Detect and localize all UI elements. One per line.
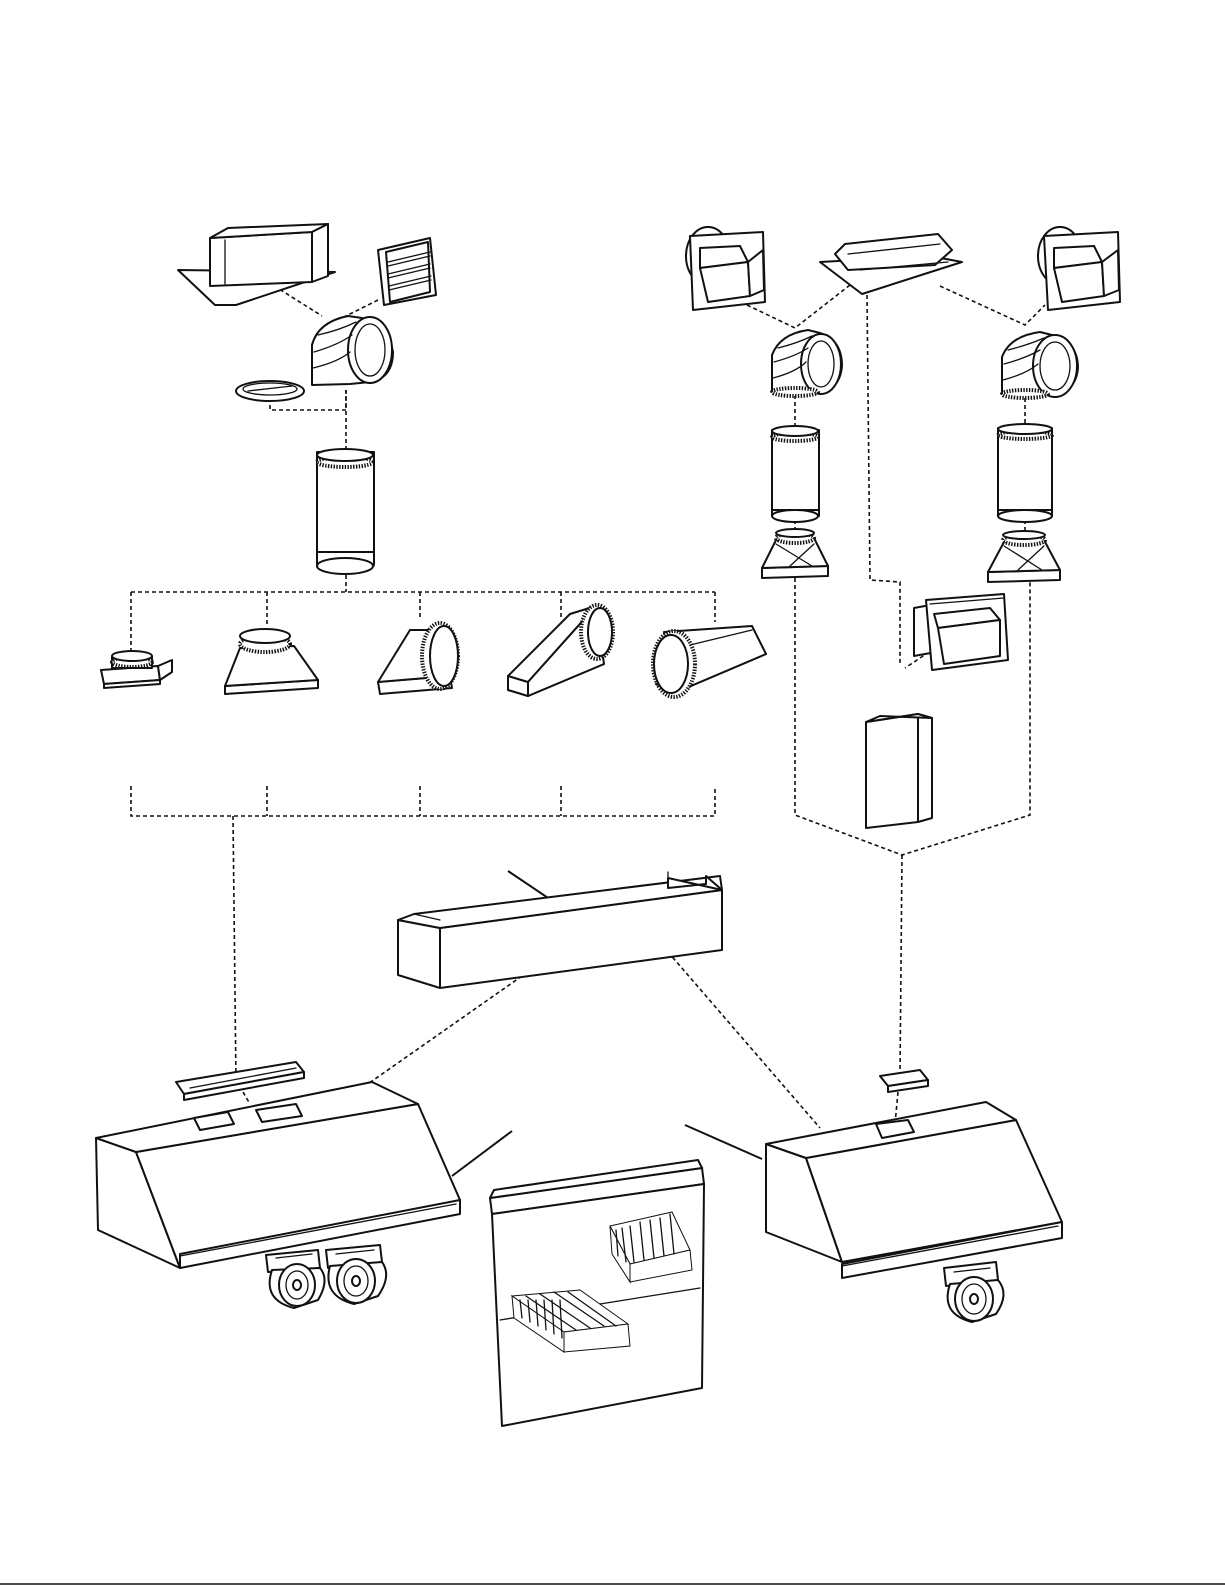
rect-duct-vertical <box>866 714 932 828</box>
round-to-rect-transition <box>225 629 318 694</box>
side-outlet-transition-a <box>378 623 458 694</box>
elbow-round-left <box>312 316 393 385</box>
transition-mid <box>762 529 828 578</box>
side-outlet-transition-c <box>653 626 766 697</box>
duct-pipe-right <box>998 424 1052 522</box>
damper-ring <box>236 381 304 401</box>
transition-right <box>988 531 1060 582</box>
hood-left-dual-blower <box>96 1082 460 1268</box>
elbow-round-mid <box>772 330 842 396</box>
blower-right <box>944 1262 1004 1322</box>
connection-lines <box>131 282 1045 1128</box>
wall-cap-top-right <box>1038 227 1120 310</box>
blower-left-b <box>326 1245 386 1304</box>
elbow-round-right <box>1002 332 1078 398</box>
damper-adapter-right <box>880 1070 928 1092</box>
round-duct-pipe <box>317 449 374 574</box>
damper-adapter-left <box>176 1062 304 1100</box>
roof-cap-peaked <box>820 234 962 294</box>
round-collar-adapter <box>101 651 172 688</box>
backsplash-with-shelves <box>490 1160 704 1426</box>
duct-pipe-mid <box>772 426 819 522</box>
side-outlet-transition-b <box>508 605 613 696</box>
wall-cap-louvered <box>378 238 436 305</box>
duct-cover-flue <box>398 872 722 988</box>
hood-right-single-blower <box>766 1102 1062 1278</box>
blower-left-a <box>266 1250 325 1308</box>
wall-cap-top-left <box>686 227 765 310</box>
wall-cap-center <box>914 594 1008 670</box>
roof-jack-flat <box>178 224 335 305</box>
